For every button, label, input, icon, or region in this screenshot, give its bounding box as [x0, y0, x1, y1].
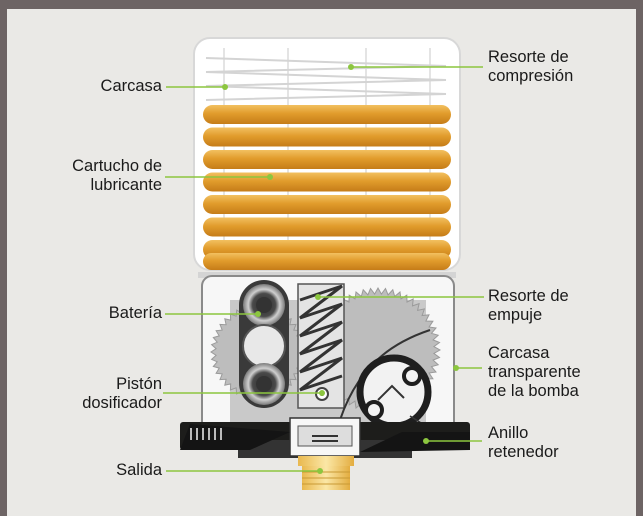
label-resorte-compresion-line2: compresión: [488, 67, 574, 85]
base-notch: [196, 428, 198, 440]
label-cartucho: Cartucho de lubricante: [72, 157, 162, 195]
lubricant-layer: [203, 127, 451, 147]
base-notch: [190, 428, 192, 440]
label-salida: Salida: [116, 461, 162, 480]
label-anillo-retenedor-line1: Anillo: [488, 424, 529, 442]
label-resorte-compresion: Resorte de compresión: [488, 48, 573, 86]
label-bateria: Batería: [109, 304, 162, 323]
lubricant-layer: [203, 105, 451, 124]
lubricant-layer: [203, 150, 451, 169]
leader-dots: [222, 64, 459, 474]
label-anillo-retenedor-line2: retenedor: [488, 443, 559, 461]
retaining-ring: [180, 417, 470, 458]
lubricant-layer: [203, 217, 451, 237]
label-carcasa-text: Carcasa: [100, 77, 162, 95]
leader-lines: [163, 66, 484, 472]
label-piston-line1: Pistón: [116, 375, 162, 393]
label-bateria-text: Batería: [108, 304, 162, 322]
base-notch: [202, 428, 204, 440]
base-notch: [214, 428, 216, 440]
battery-pack: [239, 280, 289, 408]
label-piston: Pistón dosificador: [82, 375, 162, 413]
label-resorte-empuje-line2: empuje: [488, 306, 543, 324]
label-carcasa: Carcasa: [101, 77, 162, 96]
base-notch: [208, 428, 210, 440]
base-notch: [220, 428, 222, 440]
lubricant-layer: [203, 195, 451, 214]
lubricant-layer: [203, 172, 451, 192]
label-carcasa-transparente-line3: de la bomba: [488, 382, 579, 400]
lubricant-cartridge: [203, 105, 451, 270]
label-carcasa-transparente-line2: transparente: [488, 363, 581, 381]
label-resorte-compresion-line1: Resorte de: [488, 48, 569, 66]
label-salida-text: Salida: [116, 461, 162, 479]
base-notches: [190, 428, 222, 440]
label-resorte-empuje-line1: Resorte de: [488, 287, 569, 305]
label-cartucho-line1: Cartucho de: [72, 157, 162, 175]
label-anillo-retenedor: Anillo retenedor: [488, 424, 559, 462]
label-cartucho-line2: lubricante: [90, 176, 162, 194]
label-carcasa-transparente-line1: Carcasa: [488, 344, 550, 362]
label-piston-line2: dosificador: [82, 394, 162, 412]
label-carcasa-transparente: Carcasa transparente de la bomba: [488, 344, 581, 401]
label-resorte-empuje: Resorte de empuje: [488, 287, 569, 325]
lubricant-layer: [203, 253, 451, 270]
compression-spring: [205, 57, 447, 101]
outlet: [298, 456, 354, 490]
